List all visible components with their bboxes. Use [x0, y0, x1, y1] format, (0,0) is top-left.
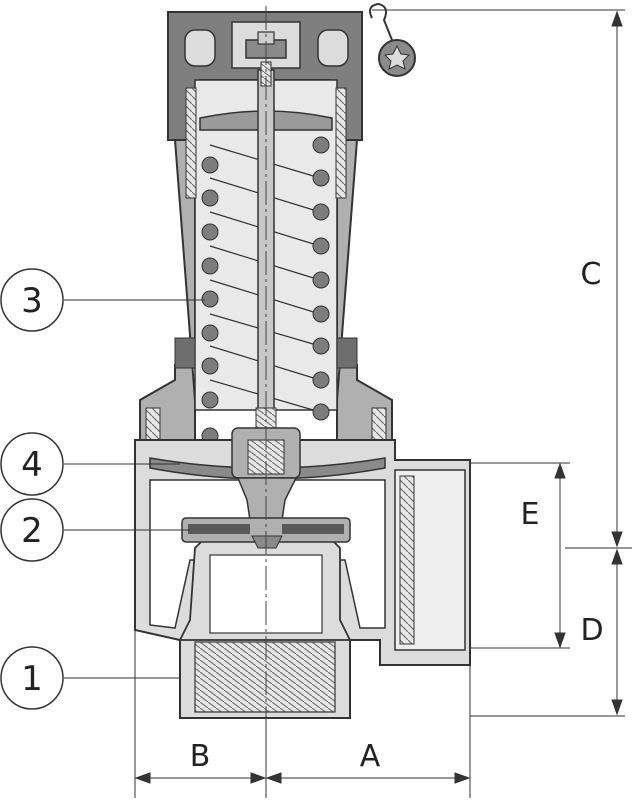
valve-disc: [181, 517, 351, 549]
callout-4: 4: [0, 432, 64, 496]
seal-tag: [369, 2, 416, 77]
dimension-label-b: B: [190, 739, 211, 774]
callout-1: 1: [0, 646, 64, 710]
leader-lines: [64, 299, 205, 679]
dimension-label-e: E: [521, 497, 540, 532]
dimension-label-a: A: [360, 739, 381, 774]
callout-3: 3: [0, 268, 64, 332]
dimension-label-c: C: [581, 257, 602, 292]
callout-2: 2: [0, 498, 64, 562]
callout-4-label: 4: [21, 445, 43, 485]
dimension-lines: [134, 9, 632, 798]
valve-body: [134, 439, 471, 719]
callout-1-label: 1: [21, 659, 43, 699]
dimension-label-d: D: [580, 613, 603, 648]
callout-3-label: 3: [21, 281, 43, 321]
callout-2-label: 2: [21, 511, 43, 551]
